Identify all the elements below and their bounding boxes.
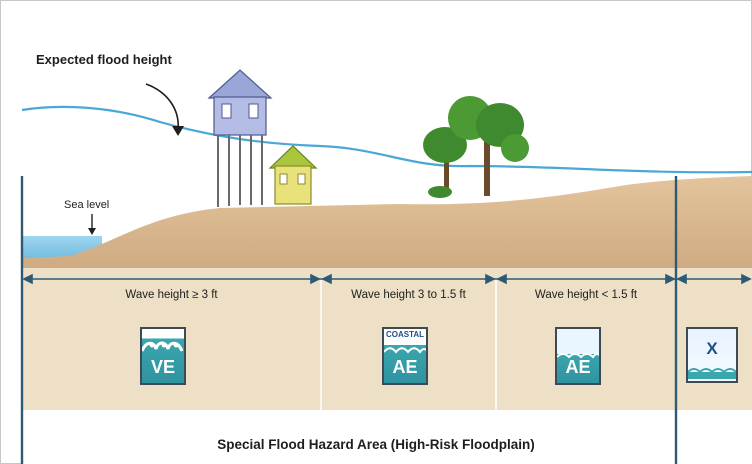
wave-height-label: Wave height < 1.5 ft [534, 289, 638, 301]
arrow-right-icon [485, 273, 496, 285]
zone-code: AE [565, 357, 591, 377]
arrow-right-icon [665, 273, 676, 285]
zone-tag: COASTAL [385, 330, 425, 339]
wave-height-label: Wave height 3 to 1.5 ft [351, 289, 466, 301]
zone-x-icon: X [686, 327, 738, 383]
flood-callout-arrow [145, 83, 179, 131]
wave-icon [688, 368, 736, 379]
zone-coastal-ae-icon: COASTAL AE [382, 327, 428, 385]
zone-code: VE [150, 357, 175, 377]
arrow-right-icon [741, 273, 752, 285]
zone-code: X [706, 339, 718, 358]
expected-flood-height-label: Expected flood height [36, 52, 172, 67]
flood-height-line [21, 105, 752, 174]
wave-height-label: Wave height ≥ 3 ft [125, 289, 218, 301]
arrow-left-icon [496, 273, 507, 285]
zone-code: AE [392, 357, 418, 377]
arrow-head-icon [172, 126, 184, 136]
zone-ae-icon: AE [555, 327, 601, 385]
footer-label: Special Flood Hazard Area (High-Risk Flo… [217, 437, 535, 452]
arrow-left-icon [676, 273, 687, 285]
zone-ve-icon: VE [140, 327, 186, 385]
arrow-right-icon [310, 273, 321, 285]
wave-icon [384, 347, 426, 354]
arrow-left-icon [321, 273, 332, 285]
footer-area [22, 410, 752, 464]
arrow-left-icon [22, 273, 33, 285]
sea-level-label: Sea level [64, 199, 110, 211]
wave-icon [142, 341, 184, 352]
house [268, 145, 318, 205]
ground [22, 176, 752, 268]
arrow-head-icon [88, 228, 96, 235]
tree [423, 96, 529, 198]
house-on-stilts [207, 69, 273, 207]
wave-icon [557, 353, 599, 359]
